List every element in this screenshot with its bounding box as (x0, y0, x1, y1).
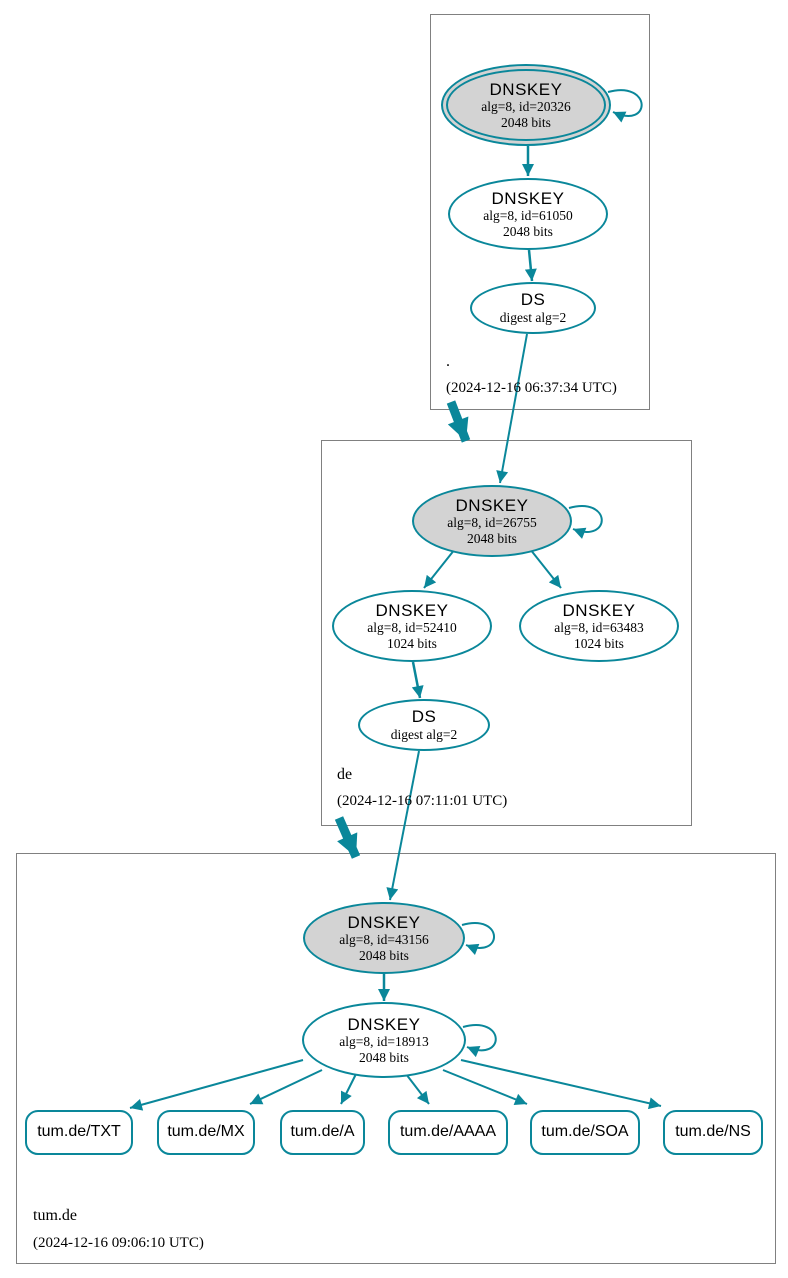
edge-de-ksk-to-zsk-52410 (423, 548, 456, 589)
node-type: DNSKEY (489, 79, 563, 99)
edge-tum-zsk-to-txt (129, 1059, 304, 1111)
edge-tum-ksk-selfsign (461, 922, 495, 955)
edge-tum-zsk-to-soa (442, 1069, 528, 1106)
node-detail: alg=8, id=63483 (554, 620, 644, 636)
zone-label-de: de (337, 766, 353, 783)
edge-de-ds-to-tum-ksk (386, 750, 420, 901)
edge-tum-zsk-to-a (340, 1073, 357, 1105)
zone-timestamp-tum-de: (2024-12-16 09:06:10 UTC) (33, 1235, 204, 1251)
edge-root-ds-to-de-ksk (496, 333, 528, 484)
dnskey-node-43156[interactable]: DNSKEY alg=8, id=43156 2048 bits (303, 902, 465, 974)
dnskey-node-52410[interactable]: DNSKEY alg=8, id=52410 1024 bits (332, 590, 492, 662)
zone-label-root: . (446, 353, 450, 370)
edge-de-zsk-to-ds (411, 661, 424, 699)
node-detail: alg=8, id=61050 (483, 208, 573, 224)
rrset-node-tum-de-ns[interactable]: tum.de/NS (663, 1110, 763, 1155)
node-detail: alg=8, id=52410 (367, 620, 457, 636)
rrset-node-tum-de-txt[interactable]: tum.de/TXT (25, 1110, 133, 1155)
node-detail: 2048 bits (503, 223, 553, 239)
ds-node-root[interactable]: DS digest alg=2 (470, 282, 596, 334)
rrset-node-tum-de-soa[interactable]: tum.de/SOA (530, 1110, 640, 1155)
edge-de-ksk-to-zsk-63483 (529, 548, 562, 589)
edge-zone-root-to-de (446, 400, 471, 443)
zone-box-tum-de (16, 853, 776, 1264)
rrset-node-tum-de-aaaa[interactable]: tum.de/AAAA (388, 1110, 508, 1155)
rrset-label: tum.de/MX (167, 1123, 245, 1141)
node-type: DNSKEY (562, 600, 636, 620)
node-type: DNSKEY (455, 495, 529, 515)
dnskey-node-18913[interactable]: DNSKEY alg=8, id=18913 2048 bits (302, 1002, 466, 1078)
node-detail: 1024 bits (387, 635, 437, 651)
rrset-node-tum-de-mx[interactable]: tum.de/MX (157, 1110, 255, 1155)
node-detail: 1024 bits (574, 635, 624, 651)
rrset-label: tum.de/NS (675, 1123, 751, 1141)
node-detail: alg=8, id=43156 (339, 932, 429, 948)
node-type: DNSKEY (491, 188, 565, 208)
node-detail: digest alg=2 (499, 310, 567, 326)
node-detail: 2048 bits (359, 947, 409, 963)
node-type: DNSKEY (347, 912, 421, 932)
edge-tum-zsk-to-mx (249, 1069, 323, 1105)
node-detail: alg=8, id=20326 (481, 99, 571, 115)
edge-zone-de-to-tum (334, 816, 361, 859)
zone-timestamp-root: (2024-12-16 06:37:34 UTC) (446, 380, 617, 396)
node-type: DNSKEY (347, 1014, 421, 1034)
node-detail: digest alg=2 (390, 727, 458, 743)
rrset-label: tum.de/A (290, 1123, 355, 1141)
dnskey-node-61050[interactable]: DNSKEY alg=8, id=61050 2048 bits (448, 178, 608, 250)
node-detail: 2048 bits (501, 114, 551, 130)
node-detail: 2048 bits (467, 530, 517, 546)
zone-label-tum-de: tum.de (33, 1207, 77, 1224)
rrset-node-tum-de-a[interactable]: tum.de/A (280, 1110, 365, 1155)
zone-box-de (321, 440, 692, 826)
edge-de-ksk-selfsign (568, 505, 603, 539)
zone-timestamp-de: (2024-12-16 07:11:01 UTC) (337, 793, 508, 809)
node-detail: alg=8, id=18913 (339, 1034, 429, 1050)
rrset-label: tum.de/TXT (37, 1123, 121, 1141)
dnskey-node-63483[interactable]: DNSKEY alg=8, id=63483 1024 bits (519, 590, 679, 662)
dnskey-node-26755[interactable]: DNSKEY alg=8, id=26755 2048 bits (412, 485, 572, 557)
node-detail: alg=8, id=26755 (447, 515, 537, 531)
zone-box-root (430, 14, 650, 410)
edge-tum-zsk-to-aaaa (405, 1073, 430, 1105)
edge-root-ksk-selfsign (607, 89, 643, 123)
node-type: DS (520, 290, 546, 310)
rrset-label: tum.de/AAAA (399, 1123, 497, 1141)
rrset-label: tum.de/SOA (541, 1123, 629, 1141)
node-type: DS (411, 707, 437, 727)
node-detail: 2048 bits (359, 1049, 409, 1065)
dnskey-node-20326[interactable]: DNSKEY alg=8, id=20326 2048 bits (441, 64, 611, 146)
edge-tum-zsk-to-ns (460, 1059, 662, 1110)
edge-root-zsk-to-ds (524, 249, 537, 282)
ds-node-de[interactable]: DS digest alg=2 (358, 699, 490, 751)
node-type: DNSKEY (375, 600, 449, 620)
edge-tum-zsk-selfsign (462, 1024, 497, 1058)
